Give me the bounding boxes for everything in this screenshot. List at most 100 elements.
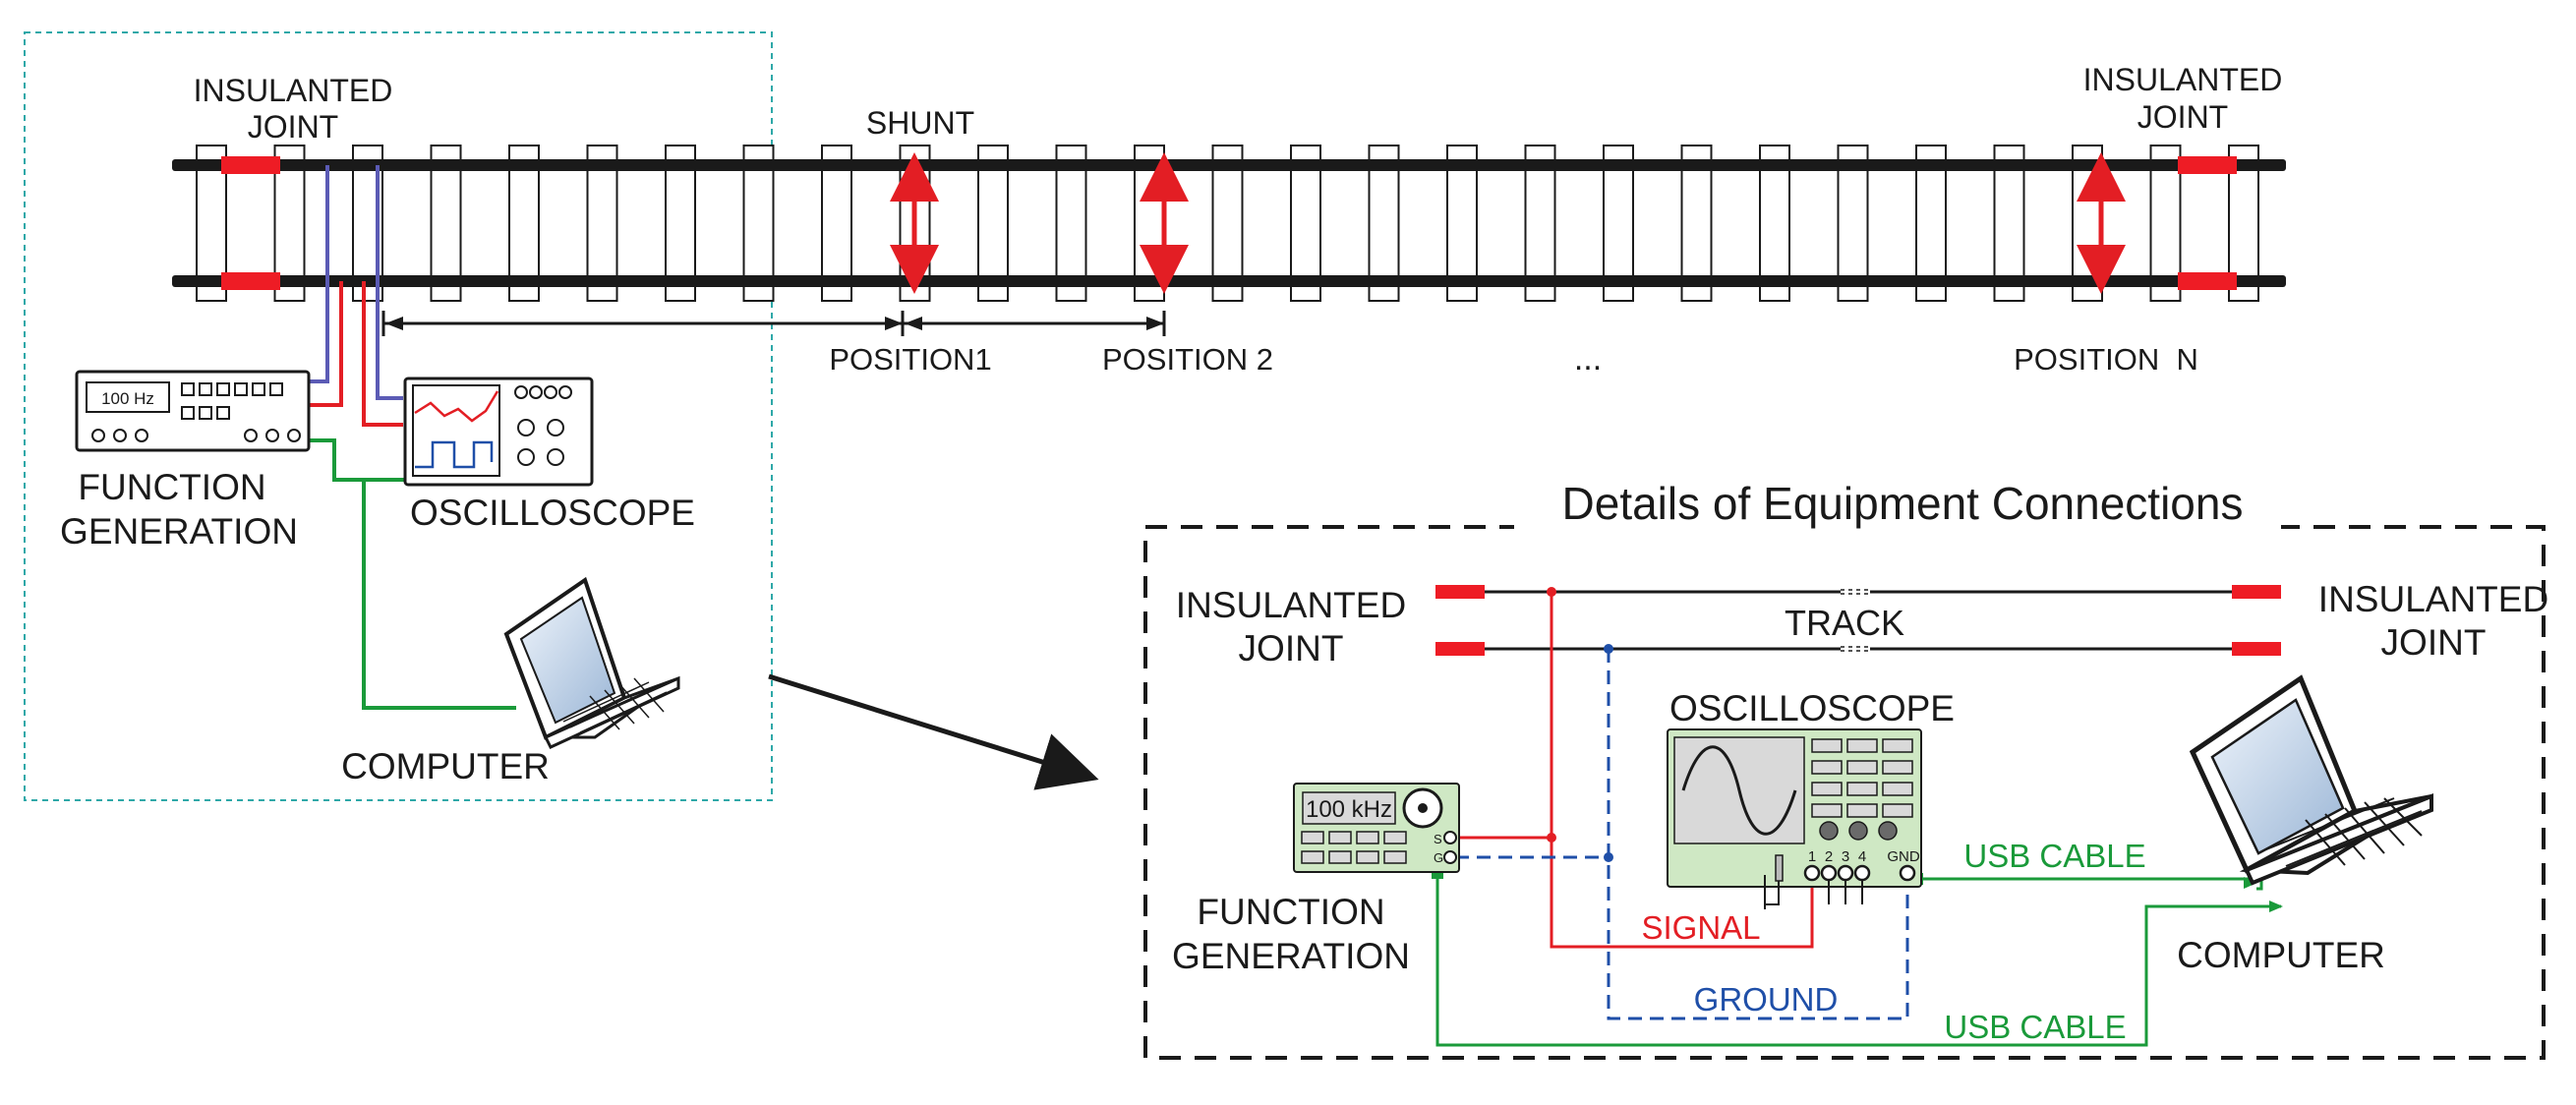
details-joint-left-bottom [1435, 642, 1485, 656]
details-fg-s: S [1434, 832, 1442, 846]
details-osc-key [1846, 738, 1878, 753]
track-tie [1055, 145, 1087, 302]
details-signal-wire [1550, 592, 1814, 949]
fg-key [269, 382, 283, 396]
details-fg-key [1383, 850, 1407, 864]
details-ground-node-fg [1604, 852, 1613, 862]
track-tie [1759, 145, 1790, 302]
track-tie [1837, 145, 1869, 302]
details-ch2-jack [1820, 864, 1838, 882]
details-ins-right-1: INSULANTED [2318, 579, 2548, 619]
osc-left-blue-trace [415, 440, 494, 469]
positionN-label: POSITION N [2014, 342, 2198, 377]
insulated-joint-left-bottom [221, 272, 280, 290]
details-usb-fg-arrow [2269, 901, 2283, 912]
fg-red-wire [307, 281, 343, 407]
distance-arrowhead-1b [885, 317, 903, 330]
details-osc-probe [1775, 854, 1784, 882]
track-tie [1603, 145, 1634, 302]
osc-knob [529, 385, 543, 399]
fg-key [234, 382, 248, 396]
details-osc-knob [1848, 821, 1868, 841]
osc-knob [514, 385, 528, 399]
track-tie [508, 145, 540, 302]
insulated-joint-left-label-1: INSULANTED [194, 73, 393, 108]
fg-green-wire [307, 438, 405, 482]
details-osc-key [1846, 782, 1878, 796]
details-signal-node-top [1547, 587, 1556, 597]
track-tie [430, 145, 462, 302]
details-ground-node-top [1604, 644, 1613, 654]
details-osc-key [1811, 760, 1843, 775]
osc-knob [544, 385, 557, 399]
track-tie [586, 145, 618, 302]
left-setup-box [24, 31, 773, 801]
osc-red-wire [362, 281, 403, 427]
ellipsis-label: ... [1574, 340, 1602, 378]
details-ch3: 3 [1842, 848, 1849, 865]
oscilloscope-left [403, 377, 594, 487]
details-rail-break-bottom [1841, 643, 1870, 655]
details-osc-key [1882, 782, 1913, 796]
details-oscilloscope: 1 2 3 4 GND [1667, 728, 1922, 909]
details-osc-knob [1819, 821, 1839, 841]
osc-knob [547, 448, 564, 466]
track-tie [2149, 145, 2182, 302]
fg-knob [91, 429, 105, 442]
details-osc-knob [1878, 821, 1898, 841]
details-signal-label: SIGNAL [1641, 909, 1760, 946]
track-tie [1915, 145, 1947, 302]
fg-knob [135, 429, 148, 442]
details-usb-top-label: USB CABLE [1963, 838, 2145, 874]
details-osc-label: OSCILLOSCOPE [1669, 688, 1955, 728]
details-ground-wire [1607, 649, 1909, 1020]
fg-key [216, 406, 230, 420]
track-tie [977, 145, 1009, 302]
track-tie [1368, 145, 1400, 302]
details-ch3-jack [1837, 864, 1854, 882]
details-signal-node-fg [1547, 833, 1556, 843]
function-generator-left: 100 Hz [75, 370, 311, 452]
detail-pointer-arrow [768, 673, 1099, 790]
osc-left-label: OSCILLOSCOPE [410, 493, 695, 533]
details-box [1143, 525, 2546, 1060]
computer-left-label: COMPUTER [341, 746, 550, 786]
distance-arrowhead-1a [385, 317, 403, 330]
osc-knob [547, 419, 564, 436]
insulated-joint-right-label-2: JOINT [2137, 99, 2228, 135]
details-joint-right-bottom [2232, 642, 2281, 656]
details-usb-fg [1435, 873, 2281, 1047]
details-osc-key [1811, 738, 1843, 753]
details-usb-bottom-label: USB CABLE [1944, 1009, 2126, 1045]
details-fg-s-jack [1443, 831, 1457, 844]
fg-blue-wire [307, 165, 329, 383]
fg-key [181, 382, 195, 396]
track-tie [821, 145, 852, 302]
fg-knob [287, 429, 301, 442]
details-fg-key [1328, 850, 1352, 864]
fg-left-display: 100 Hz [101, 389, 154, 408]
insulated-joint-right-top [2178, 156, 2237, 174]
details-ch2: 2 [1825, 848, 1833, 865]
track-tie [1993, 145, 2025, 302]
details-gnd-jack [1899, 864, 1916, 882]
track-tie [1446, 145, 1478, 302]
details-fg-g: G [1434, 850, 1443, 865]
details-track-label: TRACK [1785, 603, 1904, 643]
details-ch1-jack [1803, 864, 1821, 882]
fg-key [252, 382, 265, 396]
details-fg-key [1356, 831, 1379, 844]
details-ground-label: GROUND [1694, 981, 1839, 1018]
rail-top [172, 159, 2286, 171]
details-osc-key [1846, 760, 1878, 775]
osc-blue-wire [376, 165, 403, 400]
details-rail-break-top [1841, 586, 1870, 598]
fg-key [199, 406, 212, 420]
details-ch4-jack [1853, 864, 1871, 882]
details-osc-key [1882, 760, 1913, 775]
details-fg-key [1328, 831, 1352, 844]
details-osc-sine [1681, 745, 1797, 836]
details-osc-key [1811, 782, 1843, 796]
